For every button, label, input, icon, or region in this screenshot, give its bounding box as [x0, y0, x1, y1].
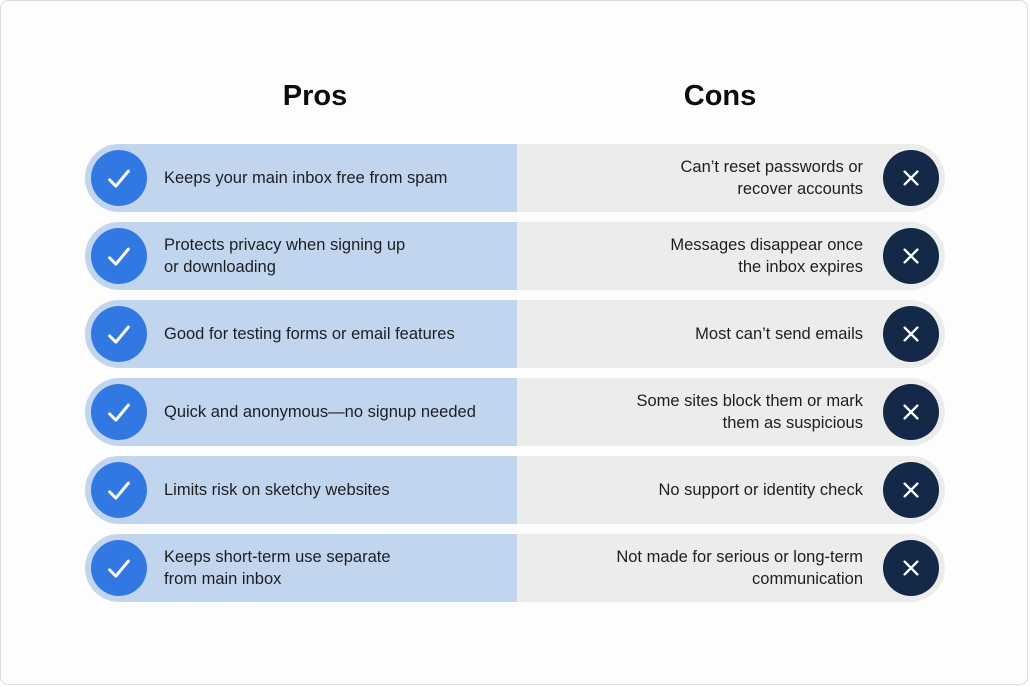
- pros-cell: Keeps short-term use separate from main …: [85, 534, 517, 602]
- pros-cell: Keeps your main inbox free from spam: [85, 144, 517, 212]
- pros-text: Keeps short-term use separate from main …: [164, 548, 391, 588]
- pros-text: Limits risk on sketchy websites: [164, 481, 390, 499]
- comparison-row: Protects privacy when signing up or down…: [85, 222, 945, 290]
- x-icon: [883, 462, 939, 518]
- pros-text: Keeps your main inbox free from spam: [164, 169, 448, 187]
- pros-text: Good for testing forms or email features: [164, 325, 455, 343]
- pros-column-title: Pros: [282, 80, 348, 112]
- pros-text: Protects privacy when signing up or down…: [164, 236, 406, 276]
- comparison-row: Good for testing forms or email features…: [85, 300, 945, 368]
- check-icon: [91, 306, 147, 362]
- cons-text: No support or identity check: [658, 481, 863, 499]
- cons-text: Messages disappear once the inbox expire…: [670, 236, 863, 276]
- cons-text: Can’t reset passwords or recover account…: [680, 158, 864, 198]
- check-icon: [91, 150, 147, 206]
- comparison-rows: Keeps your main inbox free from spam Can…: [85, 144, 945, 612]
- comparison-row: Keeps short-term use separate from main …: [85, 534, 945, 602]
- check-icon: [91, 540, 147, 596]
- column-headers: Pros Cons: [85, 79, 945, 113]
- check-icon: [91, 228, 147, 284]
- cons-text: Most can’t send emails: [695, 325, 863, 343]
- cons-text: Some sites block them or mark them as su…: [636, 392, 864, 432]
- comparison-row: Limits risk on sketchy websites No suppo…: [85, 456, 945, 524]
- cons-column-title: Cons: [683, 80, 757, 112]
- x-icon: [883, 306, 939, 362]
- pros-cell: Quick and anonymous—no signup needed: [85, 378, 517, 446]
- check-icon: [91, 384, 147, 440]
- cons-cell: Messages disappear once the inbox expire…: [517, 222, 945, 290]
- cons-cell: Some sites block them or mark them as su…: [517, 378, 945, 446]
- x-icon: [883, 540, 939, 596]
- cons-cell: Most can’t send emails: [517, 300, 945, 368]
- pros-text: Quick and anonymous—no signup needed: [164, 403, 476, 421]
- check-icon: [91, 462, 147, 518]
- cons-cell: Not made for serious or long-term commun…: [517, 534, 945, 602]
- pros-cell: Limits risk on sketchy websites: [85, 456, 517, 524]
- cons-text: Not made for serious or long-term commun…: [616, 548, 863, 588]
- cons-cell: Can’t reset passwords or recover account…: [517, 144, 945, 212]
- x-icon: [883, 150, 939, 206]
- cons-cell: No support or identity check: [517, 456, 945, 524]
- comparison-row: Quick and anonymous—no signup needed Som…: [85, 378, 945, 446]
- x-icon: [883, 228, 939, 284]
- pros-cell: Protects privacy when signing up or down…: [85, 222, 517, 290]
- pros-cell: Good for testing forms or email features: [85, 300, 517, 368]
- x-icon: [883, 384, 939, 440]
- comparison-row: Keeps your main inbox free from spam Can…: [85, 144, 945, 212]
